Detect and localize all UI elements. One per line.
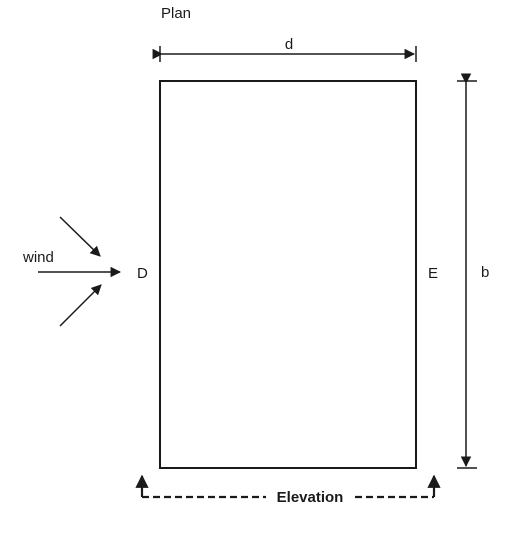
plan-title: Plan xyxy=(161,5,191,22)
building-plan-outline xyxy=(159,80,417,469)
wind-label: wind xyxy=(22,249,54,266)
leeward-face-label: E xyxy=(428,265,438,282)
elevation-label: Elevation xyxy=(277,489,344,506)
windward-face-label: D xyxy=(137,265,148,282)
wind-arrows: wind xyxy=(22,216,122,327)
wind-arrow-upper xyxy=(59,216,101,257)
elevation-section-line: Elevation xyxy=(135,474,441,506)
depth-dimension: b xyxy=(457,73,489,469)
width-dimension-label: d xyxy=(285,36,293,53)
wind-arrow-lower xyxy=(59,284,102,327)
width-dimension: d xyxy=(152,36,417,62)
depth-dimension-label: b xyxy=(481,264,489,281)
